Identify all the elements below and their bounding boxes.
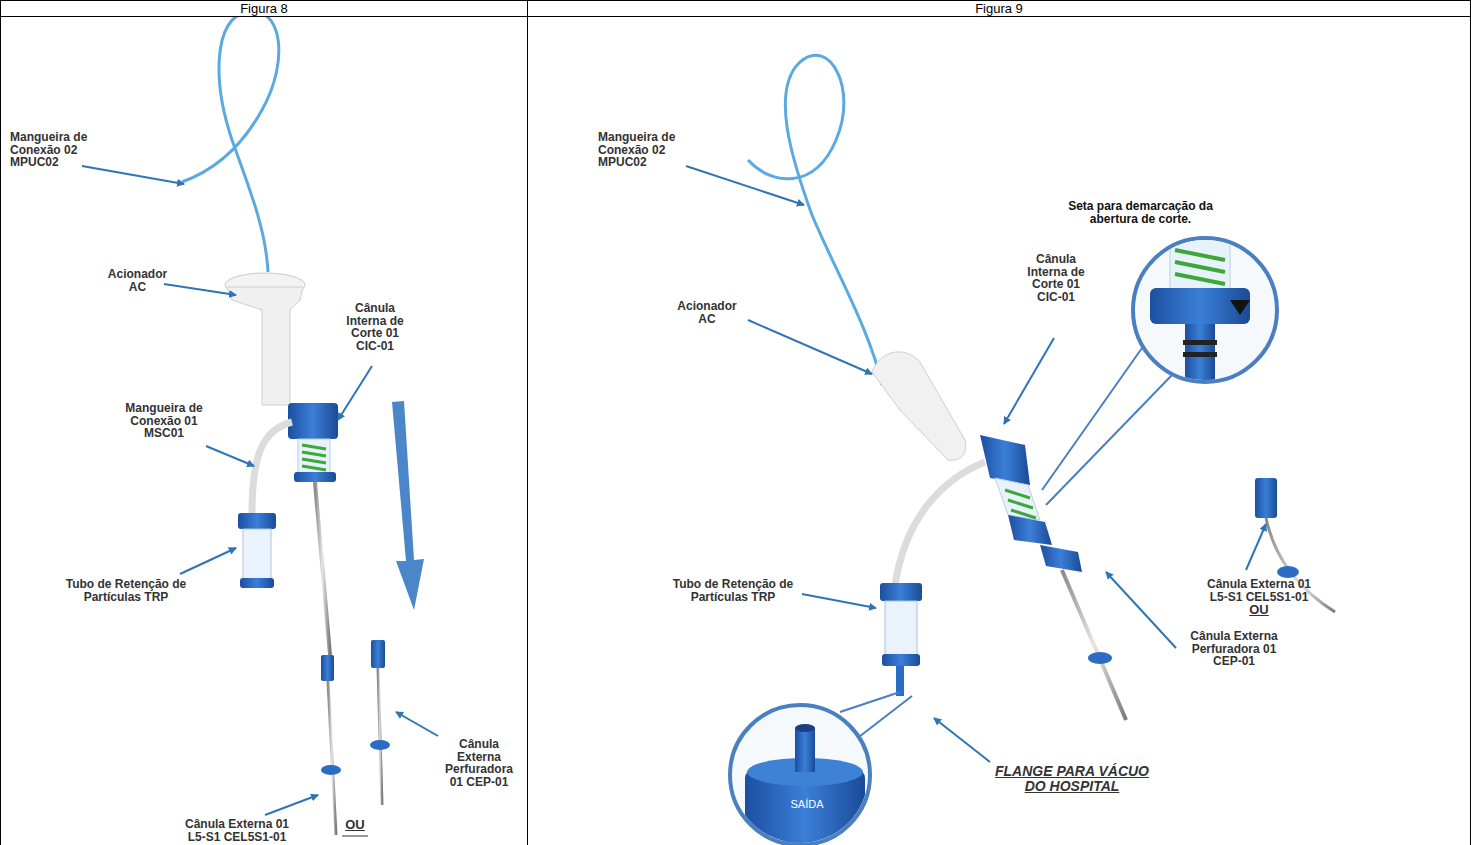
- flange-label: FLANGE PARA VÁCUO DO HOSPITAL: [994, 764, 1150, 794]
- part-label: Cânula Interna de Corte 01 CIC-01: [340, 302, 410, 352]
- part-label: Cânula Externa Perfuradora 01 CEP-01: [1180, 630, 1288, 668]
- or-label: OU: [340, 819, 370, 832]
- figure-panel: Figura 8: [0, 0, 528, 845]
- leader-lines-fig8: [82, 166, 438, 815]
- figure-9-device: [730, 55, 1335, 845]
- outlet-marking: SAÍDA: [782, 798, 832, 811]
- part-label: Mangueira de Conexão 02 MPUC02: [10, 131, 100, 169]
- figure-heading: Figura 8: [1, 1, 527, 17]
- part-label: Cânula Externa 01 L5-S1 CEL5S1-01: [1198, 578, 1320, 603]
- part-label: Acionador AC: [100, 268, 175, 293]
- part-label: Cânula Externa 01 L5-S1 CEL5S1-01: [176, 818, 298, 843]
- part-label: Cânula Interna de Corte 01 CIC-01: [1020, 253, 1092, 303]
- part-label: Tubo de Retenção de Partículas TRP: [666, 578, 800, 603]
- leader-lines-fig9: [686, 166, 1266, 762]
- part-label: Tubo de Retenção de Partículas TRP: [60, 578, 192, 603]
- part-label: Cânula Externa Perfuradora 01 CEP-01: [440, 738, 518, 788]
- figure-8-device: [182, 11, 424, 836]
- part-label: Mangueira de Conexão 02 MPUC02: [598, 131, 688, 169]
- part-label: Mangueira de Conexão 01 MSC01: [118, 402, 210, 440]
- figure-panel: Figura 9: [527, 0, 1471, 845]
- note-label: Seta para demarcação da abertura de cort…: [1068, 200, 1213, 225]
- part-label: Acionador AC: [668, 300, 746, 325]
- figure-heading: Figura 9: [528, 1, 1470, 17]
- or-label: OU: [1244, 604, 1274, 617]
